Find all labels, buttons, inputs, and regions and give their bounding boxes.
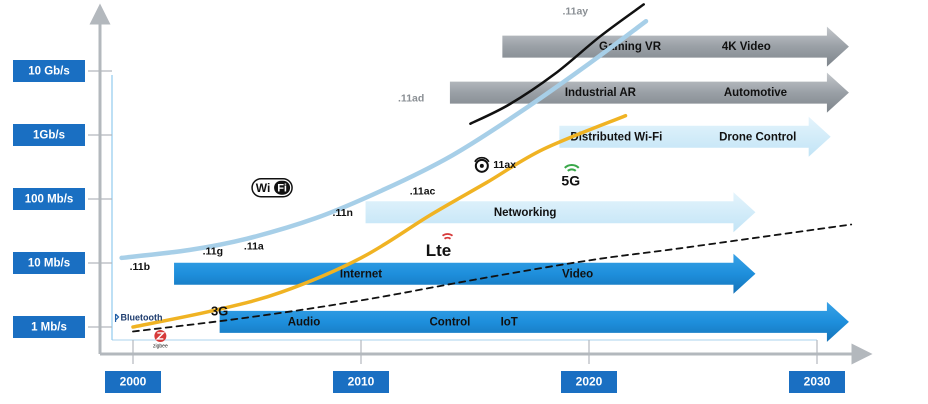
- application-label: Distributed Wi-Fi: [570, 131, 662, 143]
- wifi6-ring: [474, 158, 489, 173]
- wifi-logo-text-left: Wi: [256, 181, 271, 195]
- y-tick-box: [13, 316, 85, 338]
- x-tick-box: [561, 371, 617, 393]
- zigbee-logo-text: zigbee: [153, 343, 168, 349]
- series-data-label: .11ad: [398, 92, 424, 104]
- application-arrow: [219, 301, 849, 342]
- lte-logo-text: Lte: [426, 241, 452, 260]
- series-line-wigig: [469, 3, 645, 125]
- x-tick-label: 2000: [120, 375, 147, 389]
- bluetooth-logo-icon: Bluetooth: [114, 312, 163, 323]
- series-line-wi-fi: [119, 18, 649, 261]
- series-data-label: .11ay: [562, 5, 588, 17]
- 5g-wave-inner: [567, 168, 577, 172]
- application-label: IoT: [501, 316, 518, 328]
- 5g-logo-icon: 5G: [561, 163, 580, 189]
- application-label: Video: [562, 268, 593, 280]
- zigbee-z: [155, 332, 166, 340]
- application-arrow: [174, 253, 756, 294]
- application-arrow: [449, 72, 849, 113]
- bluetooth-logo-text: Bluetooth: [121, 312, 163, 322]
- y-tick-box: [13, 188, 85, 210]
- series-data-label: .11g: [203, 246, 223, 258]
- 5g-logo-text: 5G: [561, 173, 580, 189]
- lte-logo-icon: Lte: [426, 233, 454, 260]
- x-tick-box: [789, 371, 845, 393]
- wifi6-logo-icon: [474, 156, 490, 173]
- application-label: Control: [429, 316, 470, 328]
- application-arrow: [365, 192, 756, 233]
- wifi-logo-text-right: Fi: [277, 183, 287, 195]
- y-tick-label: 1Gb/s: [33, 130, 65, 142]
- wifi-logo-fill: [274, 180, 291, 195]
- series-data-label: 11ax: [493, 159, 516, 171]
- series-data-label: .11a: [244, 240, 264, 252]
- tick-labels-layer: 2000 2010 2020 2030 1 Mb/s 10 Mb/s 100 Mb/s 1Gb…: [13, 60, 845, 393]
- x-tick-label: 2010: [348, 375, 375, 389]
- bluetooth-rune: [114, 313, 120, 323]
- y-tick-label: 10 Gb/s: [28, 66, 70, 78]
- application-label: Drone Control: [719, 131, 796, 143]
- 5g-wave-outer: [564, 163, 580, 169]
- y-tick-box: [13, 252, 85, 274]
- series-line-low-power-iot: [132, 223, 853, 333]
- series-data-label: .11b: [130, 261, 150, 273]
- wifi-logo-icon: Wi Fi: [251, 177, 293, 198]
- application-arrow: [559, 116, 831, 157]
- series-line-cellular: [131, 113, 628, 329]
- application-arrow: [502, 26, 849, 67]
- x-tick-box: [105, 371, 161, 393]
- series-layer: [119, 3, 853, 333]
- y-tick-label: 100 Mb/s: [25, 194, 74, 206]
- y-tick-label: 10 Mb/s: [28, 258, 70, 270]
- series-data-label: 3G: [211, 304, 228, 319]
- wifi6-arc: [474, 156, 490, 163]
- series-data-label: .11ac: [410, 185, 436, 197]
- y-tick-box: [13, 60, 85, 82]
- x-tick-box: [333, 371, 389, 393]
- application-label: Automotive: [724, 87, 787, 99]
- lte-wave-inner: [443, 236, 452, 240]
- y-tick-box: [13, 124, 85, 146]
- y-tick-label: 1 Mb/s: [31, 322, 67, 334]
- x-tick-label: 2030: [804, 375, 831, 389]
- zigbee-logo-icon: zigbee: [153, 329, 168, 349]
- x-tick-label: 2020: [576, 375, 603, 389]
- application-label: Networking: [494, 207, 557, 219]
- application-label: Internet: [340, 268, 382, 280]
- application-label: Industrial AR: [565, 87, 637, 99]
- application-label: 4K Video: [722, 41, 771, 53]
- lte-wave-outer: [441, 233, 454, 237]
- guides-layer: [111, 75, 817, 341]
- wifi6-dot: [479, 163, 484, 168]
- data-labels-layer: .11b .11g .11a .11n .11ac 11ax .11ad .11ay 3G: [130, 5, 589, 318]
- application-label: Audio: [288, 316, 321, 328]
- series-data-label: .11n: [333, 207, 353, 219]
